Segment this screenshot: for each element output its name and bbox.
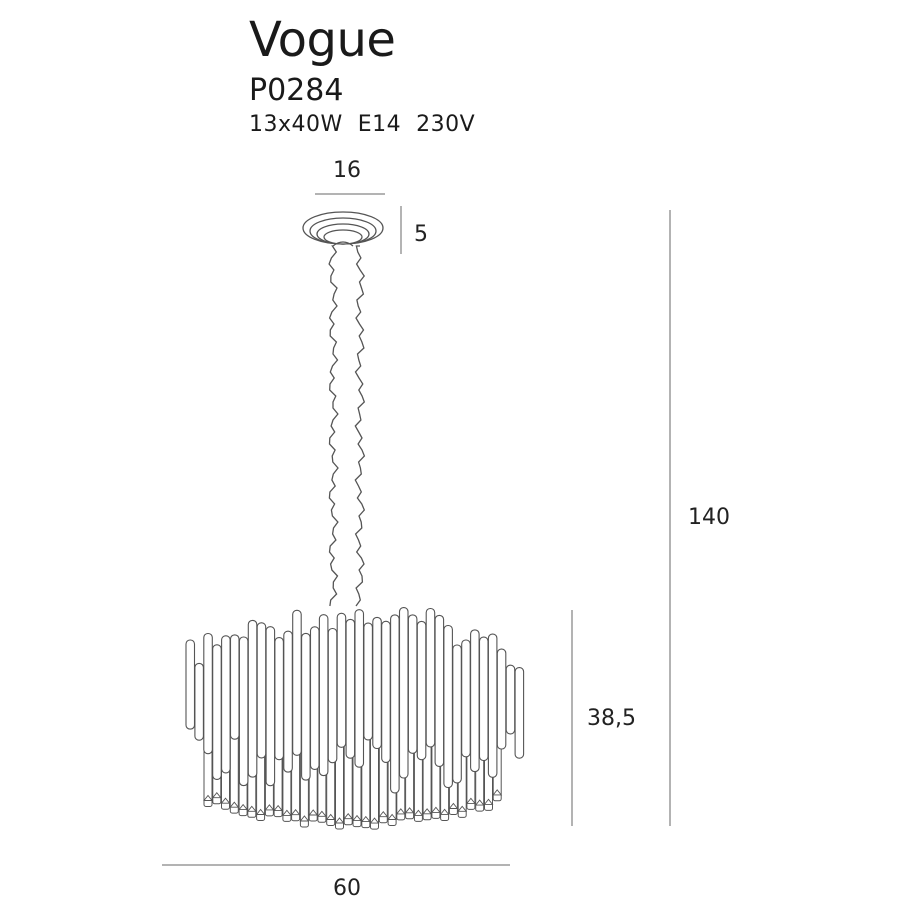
canopy-width-label: 16 (333, 158, 361, 183)
product-code: P0284 (249, 73, 344, 108)
crystal-body (185, 607, 525, 830)
canopy (302, 211, 384, 247)
product-specs: 13x40W E14 230V (249, 112, 476, 137)
canopy-height-label: 5 (414, 222, 428, 247)
body-height-label: 38,5 (587, 706, 636, 731)
total-height-label: 140 (688, 505, 730, 530)
chain (328, 245, 366, 607)
body-width-label: 60 (333, 876, 361, 901)
dimension-lines (162, 193, 671, 866)
product-name: Vogue (249, 12, 396, 68)
